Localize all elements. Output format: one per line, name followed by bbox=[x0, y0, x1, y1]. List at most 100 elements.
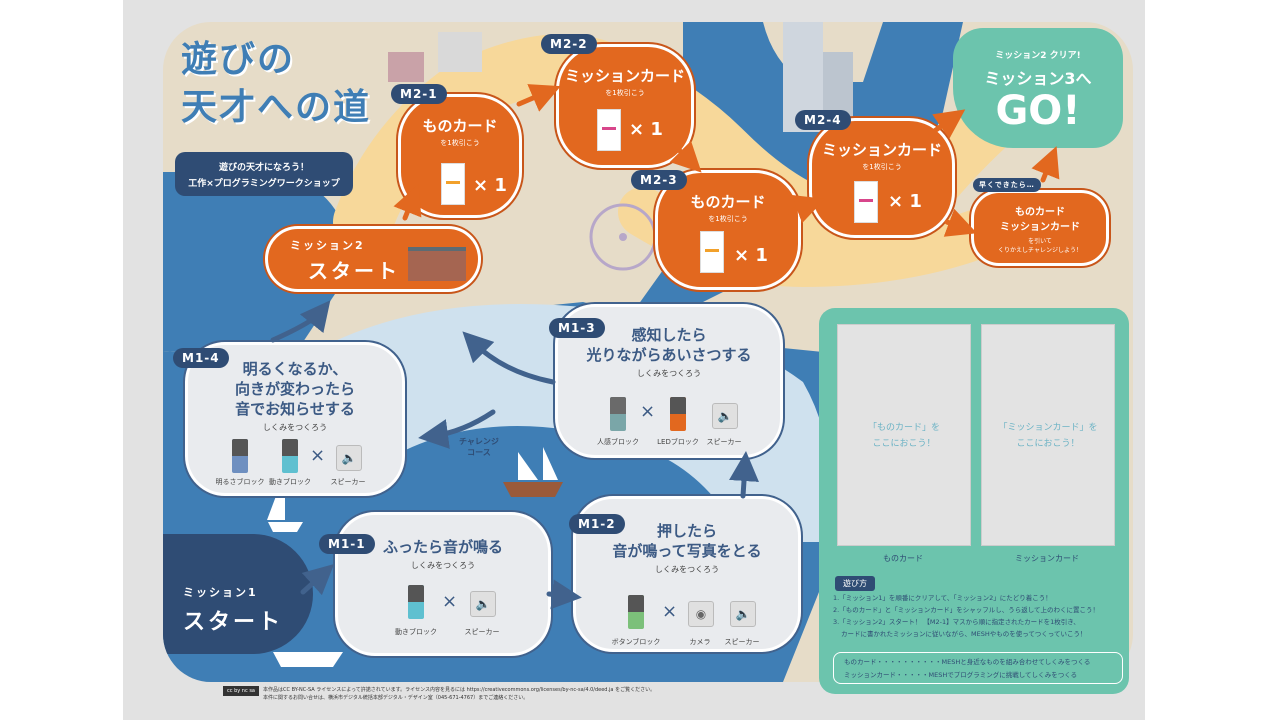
slot1-caption: ものカード bbox=[883, 554, 923, 563]
retry-line1: ものカード bbox=[1015, 207, 1065, 218]
howto-rules: 1.「ミッション1」を順番にクリアして、「ミッション2」にたどり着こう！ 2.「… bbox=[833, 592, 1123, 640]
retry-card[interactable]: ものカード ミッションカード を引いて くりかえしチャレンジしよう！ bbox=[971, 190, 1109, 266]
m1-4-title3: 音でお知らせする bbox=[235, 400, 355, 418]
motion-block-icon bbox=[408, 585, 424, 619]
footer-line1: 本作品はCC BY-NC-SA ライセンスによって許諾されています。ライセンス内… bbox=[263, 687, 656, 693]
m1-2-tag: M1-2 bbox=[569, 514, 625, 534]
footer-notes: 本作品はCC BY-NC-SA ライセンスによって許諾されています。ライセンス内… bbox=[263, 686, 803, 702]
m1-4-title2: 向きが変わったら bbox=[234, 380, 355, 398]
m2-3-title: ものカード bbox=[690, 193, 766, 211]
m1-1-label-2: スピーカー bbox=[464, 628, 500, 636]
slot2-caption: ミッションカード bbox=[1015, 554, 1079, 563]
rule-3: 3.「ミッション2」スタート！ 【M2-1】マスから順に指定されたカードを1枚引… bbox=[833, 618, 1080, 626]
m1-1-tag: M1-1 bbox=[319, 534, 375, 554]
m1-3-title1: 感知したら bbox=[631, 326, 707, 344]
thing-card-slot[interactable]: 「ものカード」を ここにおこう！ bbox=[837, 324, 971, 546]
slide: 遊びの 天才への道 遊びの天才になろう！ 工作×プログラミングワークショップ も… bbox=[123, 0, 1145, 720]
mission2-start-label: スタート bbox=[308, 259, 400, 283]
logo-line2: 天才への道 bbox=[181, 87, 372, 128]
mission-card-icon bbox=[597, 109, 621, 151]
rule-3b: カードに書かれたミッションに従いながら、MESHやものを使ってつくっていこう！ bbox=[841, 630, 1087, 638]
red-brick-warehouse-icon bbox=[408, 247, 466, 281]
mission-m2-4[interactable]: ミッションカード を1枚引こう × 1 bbox=[809, 118, 955, 238]
mission2-start-tag: ミッション2 bbox=[290, 239, 365, 252]
retry-sub2: くりかえしチャレンジしよう！ bbox=[998, 247, 1082, 254]
m2-2-title: ミッションカード bbox=[564, 67, 685, 85]
m2-3-tag: M2-3 bbox=[631, 170, 687, 190]
mission-m1-4[interactable]: 明るくなるか、 向きが変わったら 音でお知らせする しくみをつくろう × 🔈 明… bbox=[185, 342, 405, 496]
goal-box[interactable]: ミッション2 クリア! ミッション3へ GO! bbox=[953, 28, 1123, 148]
m2-1-title: ものカード bbox=[422, 117, 498, 135]
legend-thing: ものカード・・・・・・・・・・MESHと身近なものを組み合わせてしくみをつくる bbox=[844, 658, 1091, 666]
m1-2-label-1: ボタンブロック bbox=[611, 638, 661, 646]
m1-1-title: ふったら音が鳴る bbox=[382, 538, 503, 556]
mission2-start[interactable]: ミッション2 スタート bbox=[265, 226, 481, 292]
game-board: 遊びの 天才への道 遊びの天才になろう！ 工作×プログラミングワークショップ も… bbox=[163, 22, 1133, 682]
slot1-line1: 「ものカード」を bbox=[867, 423, 940, 433]
mission1-start[interactable]: ミッション1 スタート bbox=[163, 534, 313, 654]
m2-2-count: × 1 bbox=[629, 119, 663, 140]
motion-block-icon bbox=[282, 439, 298, 473]
camera-icon: ◉ bbox=[688, 601, 714, 627]
rule-1: 1.「ミッション1」を順番にクリアして、「ミッション2」にたどり着こう！ bbox=[833, 594, 1052, 602]
thing-card-icon bbox=[700, 231, 724, 273]
m2-2-tag: M2-2 bbox=[541, 34, 597, 54]
m1-2-title2: 音が鳴って写真をとる bbox=[612, 542, 762, 560]
m1-3-label-1: 人感ブロック bbox=[597, 438, 639, 446]
times-sign: × bbox=[442, 591, 458, 612]
m1-3-sub: しくみをつくろう bbox=[636, 369, 702, 378]
retry-sub1: を引いて bbox=[1028, 238, 1052, 245]
cc-license-badge: cc by nc sa bbox=[223, 686, 259, 696]
logo: 遊びの 天才への道 bbox=[181, 30, 371, 130]
m2-1-sub: を1枚引こう bbox=[440, 139, 480, 147]
thing-card-icon bbox=[441, 163, 465, 205]
speaker-icon: 🔈 bbox=[712, 403, 738, 429]
goal-go: GO! bbox=[995, 88, 1081, 134]
mission-m2-3[interactable]: ものカード を1枚引こう × 1 bbox=[655, 170, 801, 290]
m2-4-tag: M2-4 bbox=[795, 110, 851, 130]
card-panel: 「ものカード」を ここにおこう！ 「ミッションカード」を ここにおこう！ ものカ… bbox=[819, 308, 1129, 694]
subtitle-box: 遊びの天才になろう！ 工作×プログラミングワークショップ bbox=[175, 152, 353, 196]
human-sensor-block-icon bbox=[610, 397, 626, 431]
mission-m2-1[interactable]: ものカード を1枚引こう × 1 bbox=[398, 94, 522, 218]
goal-title: ミッション3へ bbox=[984, 69, 1092, 88]
m1-3-tag: M1-3 bbox=[549, 318, 605, 338]
legend-box: ものカード・・・・・・・・・・MESHと身近なものを組み合わせてしくみをつくる … bbox=[833, 652, 1123, 684]
challenge-line1: チャレンジ bbox=[459, 437, 499, 446]
m1-4-label-3: スピーカー bbox=[330, 478, 366, 486]
speaker-icon: 🔈 bbox=[470, 591, 496, 617]
m1-4-title1: 明るくなるか、 bbox=[242, 360, 348, 378]
retry-badge: 早くできたら… bbox=[973, 178, 1041, 192]
brightness-block-icon bbox=[232, 439, 248, 473]
logo-line1: 遊びの bbox=[181, 39, 296, 80]
mission1-start-tag: ミッション1 bbox=[183, 586, 258, 599]
slot1-line2: ここにおこう！ bbox=[872, 439, 936, 449]
mission-card-slot[interactable]: 「ミッションカード」を ここにおこう！ bbox=[981, 324, 1115, 546]
mission-m1-3[interactable]: 感知したら 光りながらあいさつする しくみをつくろう × 🔈 人感ブロック LE… bbox=[555, 304, 783, 458]
m1-3-label-3: スピーカー bbox=[706, 438, 742, 446]
slot2-line1: 「ミッションカード」を bbox=[998, 423, 1098, 433]
m1-1-sub: しくみをつくろう bbox=[410, 561, 476, 570]
mission-card-icon bbox=[854, 181, 878, 223]
m1-4-sub: しくみをつくろう bbox=[262, 423, 328, 432]
m1-4-label-2: 動きブロック bbox=[269, 478, 311, 486]
m2-4-title: ミッションカード bbox=[821, 141, 942, 159]
m1-3-title2: 光りながらあいさつする bbox=[586, 346, 752, 364]
m1-4-tag: M1-4 bbox=[173, 348, 229, 368]
m1-3-label-2: LEDブロック bbox=[657, 438, 699, 446]
slot2-line2: ここにおこう！ bbox=[1016, 439, 1080, 449]
rule-2: 2.「ものカード」と「ミッションカード」をシャッフルし、うら返して上のわくに置こ… bbox=[833, 606, 1100, 614]
mission1-start-label: スタート bbox=[183, 610, 284, 635]
goal-clear: ミッション2 クリア! bbox=[995, 51, 1081, 61]
retry-line2: ミッションカード bbox=[1000, 222, 1080, 233]
button-block-icon bbox=[628, 595, 644, 629]
challenge-course-label: チャレンジ コース bbox=[459, 436, 499, 458]
m2-4-sub: を1枚引こう bbox=[862, 163, 902, 171]
times-sign: × bbox=[640, 401, 656, 422]
mission-m2-2[interactable]: ミッションカード を1枚引こう × 1 bbox=[556, 44, 694, 168]
footer-line2: 本件に関するお問い合せは、横浜市デジタル統括本部デジタル・デザイン室（045-6… bbox=[263, 695, 529, 701]
led-block-icon bbox=[670, 397, 686, 431]
m2-1-tag: M2-1 bbox=[391, 84, 447, 104]
subtitle-line2: 工作×プログラミングワークショップ bbox=[188, 179, 340, 189]
m2-3-sub: を1枚引こう bbox=[708, 215, 748, 223]
